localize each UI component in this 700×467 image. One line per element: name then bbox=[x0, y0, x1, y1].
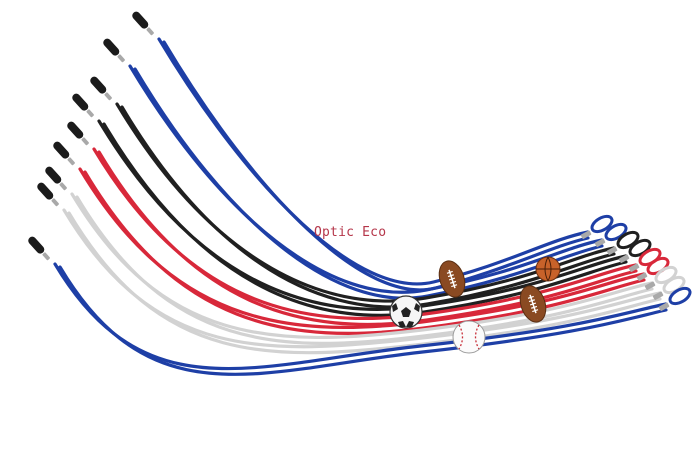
cord-loop bbox=[590, 214, 614, 234]
metal-crimp bbox=[117, 54, 125, 63]
charm-group bbox=[389, 256, 561, 354]
rubber-tip bbox=[90, 76, 107, 94]
loop-crimp bbox=[644, 281, 656, 290]
basketball-charm bbox=[535, 256, 561, 282]
cord-strand bbox=[67, 211, 662, 355]
rubber-tip bbox=[103, 38, 120, 56]
loop-crimp bbox=[628, 263, 640, 272]
rubber-tip bbox=[53, 141, 70, 159]
watermark-text: Optic Eco bbox=[314, 225, 387, 240]
baseball-charm bbox=[452, 320, 486, 354]
loop-crimp bbox=[580, 230, 592, 239]
metal-crimp bbox=[86, 109, 94, 118]
cord-strand bbox=[75, 195, 654, 346]
loop-crimp bbox=[618, 254, 630, 263]
metal-crimp bbox=[81, 137, 89, 146]
cord-loop bbox=[604, 222, 628, 242]
cord-strand bbox=[83, 170, 646, 335]
cord-strand bbox=[162, 40, 590, 292]
eyeglass-cord-blue bbox=[28, 236, 692, 376]
american-football-charm bbox=[438, 260, 466, 298]
metal-crimp bbox=[42, 252, 50, 261]
american-football-charm bbox=[519, 285, 547, 323]
cord-loop bbox=[668, 286, 692, 306]
soccer-ball-charm bbox=[389, 295, 423, 329]
metal-crimp bbox=[146, 27, 154, 36]
cord-strand bbox=[120, 105, 616, 309]
metal-crimp bbox=[59, 182, 67, 191]
loop-crimp bbox=[652, 291, 664, 300]
rubber-tip bbox=[132, 11, 149, 29]
metal-crimp bbox=[51, 198, 59, 207]
rubber-tip bbox=[28, 236, 45, 254]
loop-crimp bbox=[594, 238, 606, 247]
metal-crimp bbox=[67, 157, 75, 166]
metal-crimp bbox=[104, 92, 112, 101]
rubber-tip bbox=[72, 93, 89, 111]
loop-crimp bbox=[658, 302, 670, 311]
rubber-tip bbox=[37, 182, 54, 200]
eyeglass-cord-white bbox=[45, 166, 678, 346]
rubber-tip bbox=[67, 121, 84, 139]
eyeglass-cord-blue bbox=[132, 11, 614, 292]
loop-crimp bbox=[636, 272, 648, 281]
cord-loop bbox=[616, 230, 640, 250]
rubber-tip bbox=[45, 166, 62, 184]
loop-crimp bbox=[606, 246, 618, 255]
cord-strand bbox=[58, 265, 668, 376]
